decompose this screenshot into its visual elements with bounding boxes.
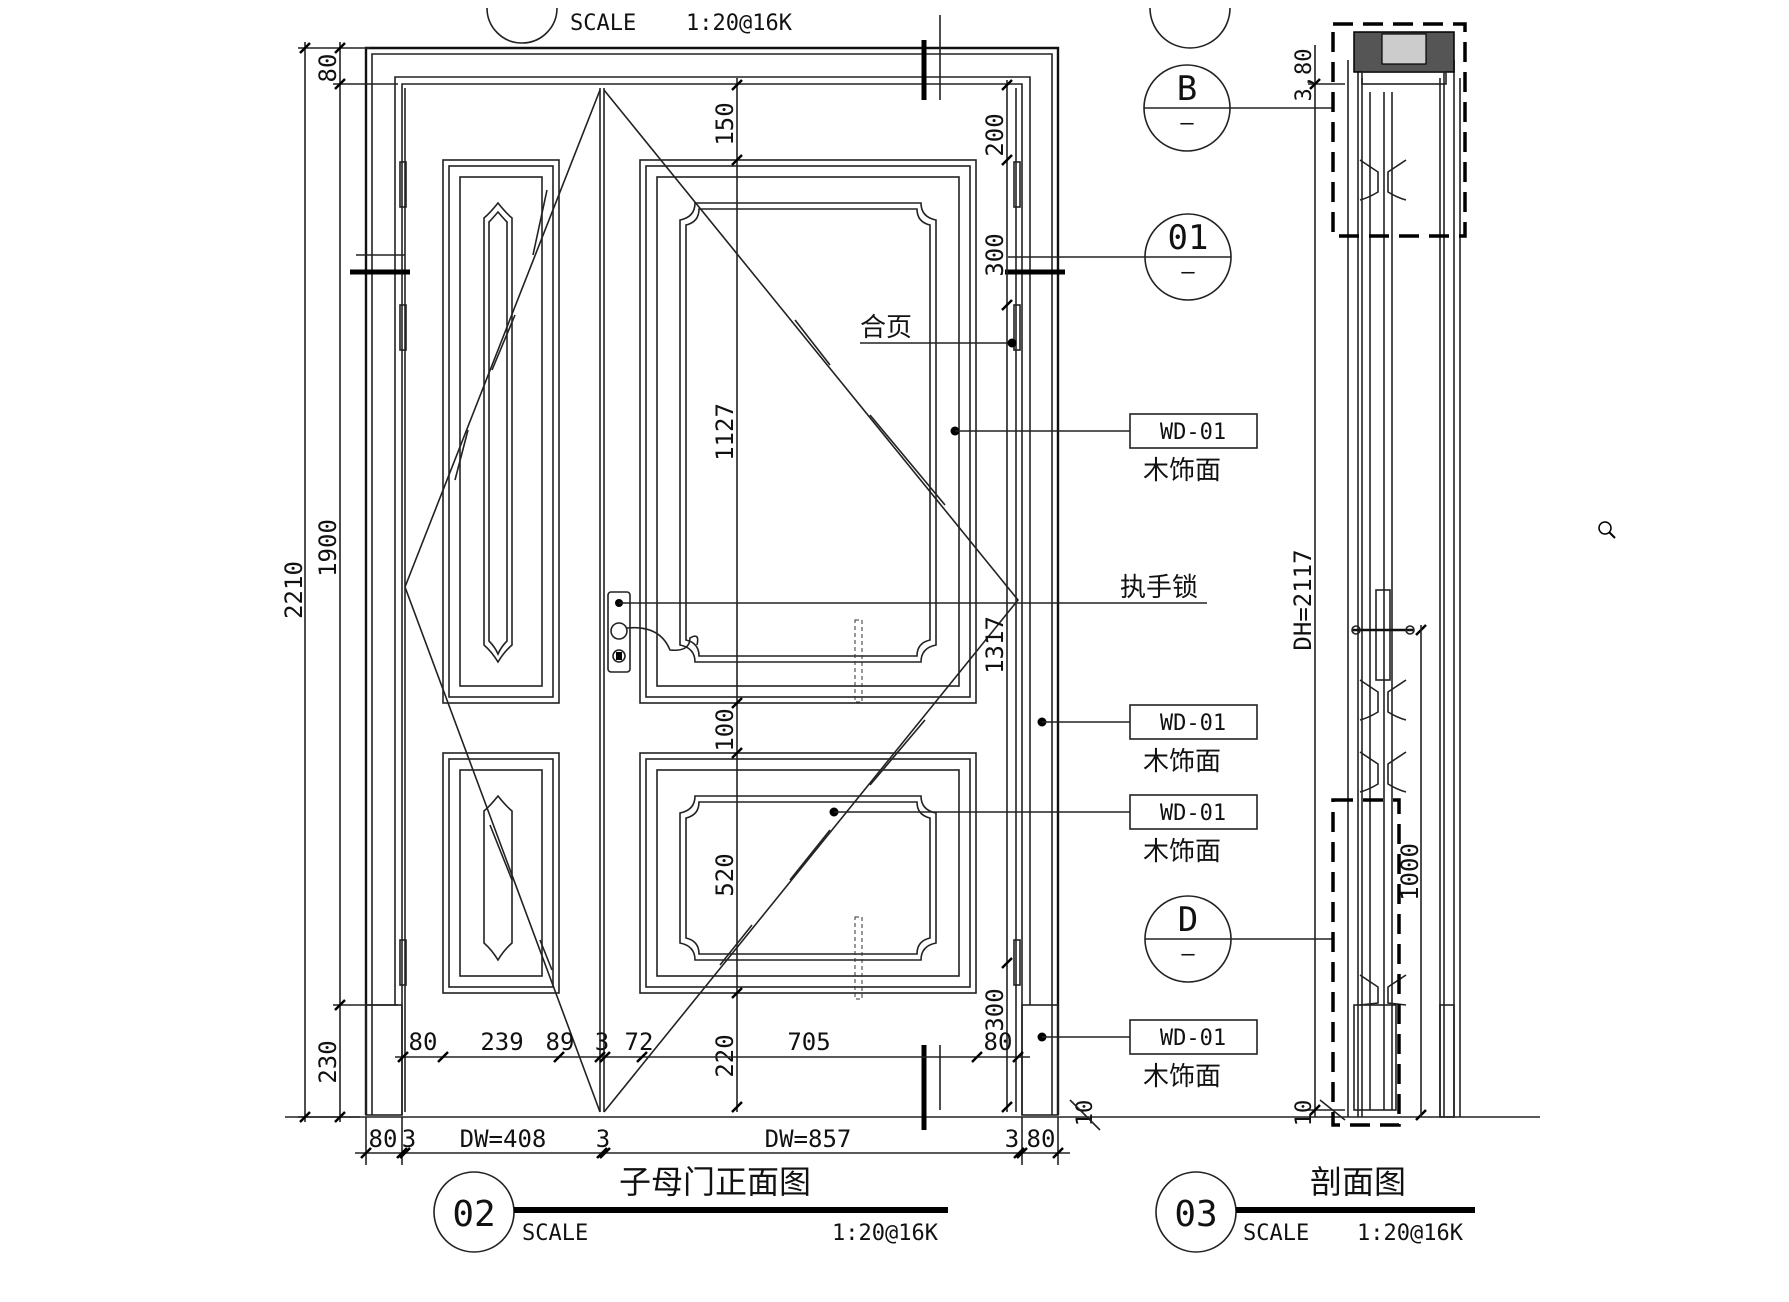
dim-10-section: 10 xyxy=(1292,1100,1317,1127)
material-tag-1: WD-01 木饰面 xyxy=(950,413,1258,486)
callout-b-letter: B xyxy=(1177,69,1197,109)
hinge-text: 合页 xyxy=(860,313,912,343)
dim-80-leaf-left: 80 xyxy=(409,1028,438,1056)
dim-300-upper: 300 xyxy=(981,233,1009,276)
callout-d-sub: – xyxy=(1181,942,1195,967)
dim-239: 239 xyxy=(480,1028,523,1056)
front-view-title: 子母门正面图 xyxy=(619,1163,811,1201)
section-view-title: 剖面图 xyxy=(1310,1163,1406,1201)
section-scale-label: SCALE xyxy=(1243,1221,1309,1246)
magnifier-icon[interactable] xyxy=(1598,521,1616,539)
dim-230: 230 xyxy=(314,1040,342,1083)
dim-520: 520 xyxy=(711,853,739,896)
callout-b: B – xyxy=(1143,64,1333,152)
dim-300-lower: 300 xyxy=(981,988,1009,1031)
material-tag-3: WD-01 木饰面 xyxy=(829,794,1258,867)
material-code-3: WD-01 xyxy=(1160,801,1226,826)
section-scale-ratio: 1:20@16K xyxy=(1357,1221,1464,1246)
section-title-block: 03 剖面图 SCALE 1:20@16K xyxy=(1155,1163,1475,1253)
dim-200: 200 xyxy=(981,113,1009,156)
callout-d-letter: D xyxy=(1178,900,1198,940)
section-view-number: 03 xyxy=(1174,1194,1217,1235)
front-scale-ratio: 1:20@16K xyxy=(832,1221,939,1246)
section-cut-marks xyxy=(350,15,1065,1130)
main-door-leaf xyxy=(603,88,1021,1113)
dim-dw857: DW=857 xyxy=(765,1125,852,1153)
dim-3: 3 xyxy=(595,1028,609,1056)
dim-220: 220 xyxy=(711,1034,739,1077)
material-code-1: WD-01 xyxy=(1160,420,1226,445)
top-scale-text: SCALE xyxy=(570,11,636,36)
detail-box-b xyxy=(1331,22,1467,238)
material-code-2: WD-01 xyxy=(1160,711,1226,736)
left-dimensions: 2210 1900 80 230 xyxy=(280,42,398,1123)
callout-d: D – xyxy=(1144,895,1333,983)
dim-1000-section: 1000 xyxy=(1396,843,1424,901)
lock-label: 执手锁 xyxy=(619,573,1207,604)
dim-80-frame-left: 80 xyxy=(369,1125,398,1153)
dim-dh2117: DH=2117 xyxy=(1289,549,1317,650)
small-door-leaf xyxy=(399,88,601,1113)
top-ratio-text: 1:20@16K xyxy=(686,11,793,36)
dim-2210: 2210 xyxy=(280,561,308,619)
dim-1317: 1317 xyxy=(981,616,1009,674)
dim-80-frame-right: 80 xyxy=(1027,1125,1056,1153)
dim-dw408: DW=408 xyxy=(460,1125,547,1153)
callout-01: 01 – xyxy=(1008,213,1232,301)
callout-b-sub: – xyxy=(1180,111,1194,136)
material-name-3: 木饰面 xyxy=(1143,837,1221,867)
material-code-4: WD-01 xyxy=(1160,1026,1226,1051)
dim-3-middle: 3 xyxy=(596,1125,610,1153)
dim-1127: 1127 xyxy=(711,403,739,461)
dim-705: 705 xyxy=(787,1028,830,1056)
material-tag-4: WD-01 木饰面 xyxy=(1037,1019,1258,1092)
material-name-4: 木饰面 xyxy=(1143,1062,1221,1092)
lock-text: 执手锁 xyxy=(1120,573,1198,603)
dim-100: 100 xyxy=(711,708,739,751)
material-name-2: 木饰面 xyxy=(1143,747,1221,777)
center-dimensions: 150 1127 100 520 220 xyxy=(711,78,743,1113)
dim-3-right: 3 xyxy=(1005,1125,1019,1153)
dim-3-80-section: 3,80 xyxy=(1292,49,1317,102)
width-dimensions-row1: 80 239 89 3 72 705 80 xyxy=(395,1028,1030,1063)
dim-1900: 1900 xyxy=(314,519,342,577)
dim-80-leaf-right: 80 xyxy=(984,1028,1013,1056)
callout-01-sub: – xyxy=(1181,260,1195,285)
width-dimensions-row2: 80 3 DW=408 3 DW=857 3 80 10 xyxy=(355,1099,1101,1165)
top-title-block: SCALE 1:20@16K xyxy=(486,7,1231,49)
dim-3-left: 3 xyxy=(402,1125,416,1153)
lever-lock xyxy=(607,591,699,673)
dim-89: 89 xyxy=(546,1028,575,1056)
dim-80-top: 80 xyxy=(314,54,342,83)
right-dimensions: 200 300 1317 300 xyxy=(981,79,1013,1113)
dim-72: 72 xyxy=(625,1028,654,1056)
dim-10-right: 10 xyxy=(1073,1100,1098,1127)
dim-150: 150 xyxy=(711,102,739,145)
material-name-1: 木饰面 xyxy=(1143,456,1221,486)
front-view-number: 02 xyxy=(452,1194,495,1235)
hinge-label: 合页 xyxy=(860,313,1017,348)
detail-box-d xyxy=(1331,798,1401,1127)
front-scale-label: SCALE xyxy=(522,1221,588,1246)
section-view: 3,80 DH=2117 1000 10 xyxy=(1289,22,1467,1127)
door-frame xyxy=(285,46,1540,1118)
front-title-block: 02 子母门正面图 SCALE 1:20@16K xyxy=(433,1163,948,1253)
callout-01-number: 01 xyxy=(1168,218,1209,258)
material-tag-2: WD-01 木饰面 xyxy=(1037,704,1258,777)
